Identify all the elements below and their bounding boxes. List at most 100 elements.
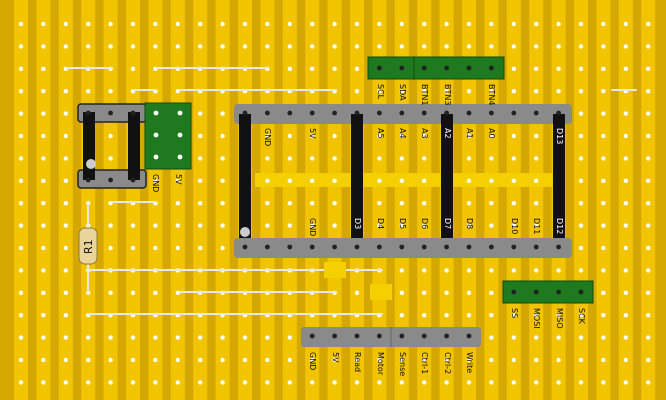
board-hole [489,156,494,161]
copper-strip [260,0,275,400]
component-pin [354,333,360,339]
spi-label: SCK [577,308,586,325]
resistor-body [78,227,98,265]
board-hole [623,133,628,139]
board-hole [422,380,427,385]
board-hole [18,245,24,251]
board-hole [623,335,628,340]
board-hole [601,44,606,49]
board-hole [175,380,180,385]
board-hole [534,156,539,161]
board-hole [354,44,360,49]
board-hole [41,245,46,251]
component-pin [578,289,584,295]
copper-bridge [255,173,555,187]
board-hole [466,380,472,385]
strip-cut [370,284,392,300]
component-pin [399,65,405,71]
board-hole [175,89,180,94]
motor-label: 5V [331,352,340,363]
board-hole [556,357,561,363]
board-hole [265,178,270,183]
i2c-label: BTN3 [443,84,452,105]
board-hole [422,201,427,206]
copper-strip [148,0,163,400]
board-hole [265,357,270,363]
board-hole [265,133,270,139]
board-hole [63,111,68,116]
board-hole [377,380,382,385]
copper-strip [641,0,656,400]
board-hole [377,223,382,228]
board-hole [534,335,539,340]
board-hole [646,380,651,385]
board-hole [646,268,651,273]
board-hole [63,21,68,27]
board-hole [601,111,606,116]
component-pin [489,244,494,250]
board-hole [175,178,180,183]
board-hole [242,380,248,385]
board-hole [578,44,584,49]
component-pin [377,244,382,250]
board-hole [646,21,651,27]
board-hole [198,201,203,206]
board-hole [63,89,68,94]
board-hole [63,156,68,161]
component-pin [177,132,183,138]
board-hole [153,335,158,340]
board-hole [18,335,24,340]
board-hole [332,223,337,228]
arduino-bottom-label: D10 [510,218,519,234]
component-pin [421,110,427,116]
board-hole [489,313,494,318]
power-header [144,102,192,170]
component-pin [533,289,539,295]
board-hole [578,111,584,116]
board-hole [332,380,337,385]
component-pin [354,244,360,250]
board-hole [198,245,203,251]
board-hole [18,223,24,228]
board-hole [265,21,270,27]
board-hole [198,111,203,116]
component-pin [332,333,337,339]
board-hole [18,290,24,295]
motor-header [301,327,481,347]
switch-jumper [128,112,140,180]
board-hole [242,21,248,27]
board-hole [444,44,449,49]
board-hole [310,66,315,72]
component-pin [444,110,449,116]
board-hole [153,44,158,49]
board-hole [220,380,225,385]
board-hole [534,380,539,385]
board-hole [287,201,292,206]
component-pin [332,110,337,116]
component-pin [265,110,270,116]
copper-strip [506,0,521,400]
board-hole [198,133,203,139]
board-hole [153,21,158,27]
board-hole [399,223,404,228]
board-hole [601,178,606,183]
board-hole [511,313,516,318]
board-hole [623,380,628,385]
board-hole [511,178,516,183]
arduino-top-label: A5 [376,128,385,139]
board-hole [332,201,337,206]
board-hole [578,335,584,340]
board-hole [511,44,516,49]
board-hole [220,201,225,206]
board-hole [130,335,136,340]
board-hole [646,357,651,363]
board-hole [556,66,561,72]
board-hole [153,223,158,228]
board-hole [578,66,584,72]
board-hole [623,268,628,273]
board-hole [377,357,382,363]
board-hole [287,380,292,385]
board-hole [220,335,225,340]
component-pins [85,65,584,339]
arduino-pin-bar [441,114,453,238]
